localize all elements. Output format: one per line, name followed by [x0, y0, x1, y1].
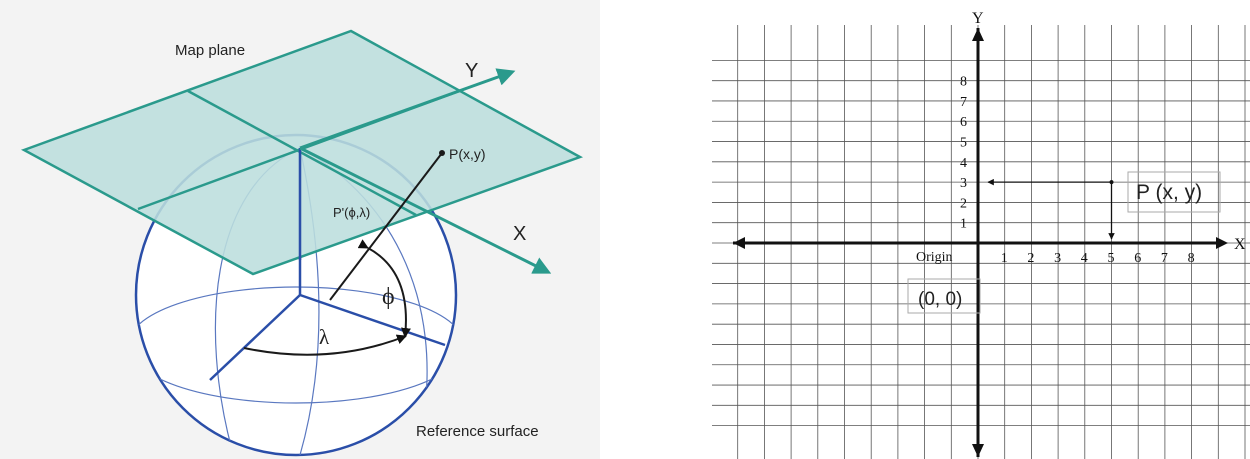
- map-projection-diagram: Map plane Y X P(x,y) P'(ϕ,λ) ϕ λ Referen…: [0, 0, 600, 459]
- y-axis-label-left: Y: [465, 60, 478, 82]
- phi-label: ϕ: [382, 284, 395, 310]
- y-tick-label: 5: [960, 136, 967, 151]
- projected-point-label: P'(ϕ,λ): [333, 205, 370, 220]
- point-p-label-right: P (x, y): [1136, 181, 1202, 204]
- point-p-marker: [439, 150, 445, 156]
- y-tick-label: 6: [960, 115, 967, 130]
- origin-label: Origin: [916, 250, 953, 265]
- x-tick-label: 8: [1188, 251, 1195, 266]
- point-guides: [987, 171, 1221, 240]
- map-plane-label: Map plane: [175, 42, 245, 59]
- x-tick-label: 5: [1108, 251, 1115, 266]
- x-tick-label: 1: [1001, 251, 1008, 266]
- y-tick-label: 8: [960, 75, 967, 90]
- projection-ray: [329, 152, 443, 301]
- y-tick-label: 3: [960, 176, 967, 191]
- y-tick-label: 2: [960, 196, 967, 211]
- point-p-dot: [1109, 180, 1114, 185]
- x-tick-label: 4: [1081, 251, 1088, 266]
- y-axis-bottom-arrowhead: [972, 444, 984, 457]
- y-axis-label-right: Y: [972, 10, 984, 27]
- x-tick-label: 6: [1134, 251, 1141, 266]
- point-label-box: [1127, 171, 1221, 213]
- cartesian-plane-diagram: Y X 1 2 3 4 5 6 7 8 1 2 3 4 5 6 7 8 Origin (0, 0) P (x,…: [712, 10, 1250, 459]
- map-plane-gridline-1: [187, 89, 417, 217]
- x-axis-label-right: X: [1234, 236, 1246, 253]
- point-p-label: P(x,y): [449, 146, 486, 162]
- origin-coordinates: (0, 0): [918, 289, 962, 310]
- x-axis-label-left: X: [513, 223, 526, 245]
- x-axis-right-arrowhead: [1216, 237, 1228, 249]
- x-tick-label: 2: [1027, 251, 1034, 266]
- sphere-latitude-line: [136, 286, 456, 404]
- phi-arc: [357, 239, 411, 338]
- y-axis-top-arrowhead: [972, 28, 984, 41]
- tick-labels: 1 2 3 4 5 6 7 8 1 2 3 4 5 6 7 8: [960, 75, 1195, 266]
- radius-front: [209, 294, 301, 381]
- lambda-arc: [243, 334, 407, 356]
- y-axis-arrow: [299, 68, 516, 150]
- y-tick-label: 1: [960, 217, 967, 232]
- origin-coordinates-box: [907, 278, 981, 314]
- x-tick-label: 7: [1161, 251, 1168, 266]
- x-axis-arrow: [299, 146, 552, 274]
- lambda-label: λ: [319, 325, 330, 349]
- x-axis-left-arrowhead: [733, 237, 745, 249]
- x-tick-label: 3: [1054, 251, 1061, 266]
- y-tick-label: 4: [960, 156, 967, 171]
- reference-surface-label: Reference surface: [416, 423, 539, 440]
- y-tick-label: 7: [960, 95, 967, 110]
- grid: [712, 25, 1250, 459]
